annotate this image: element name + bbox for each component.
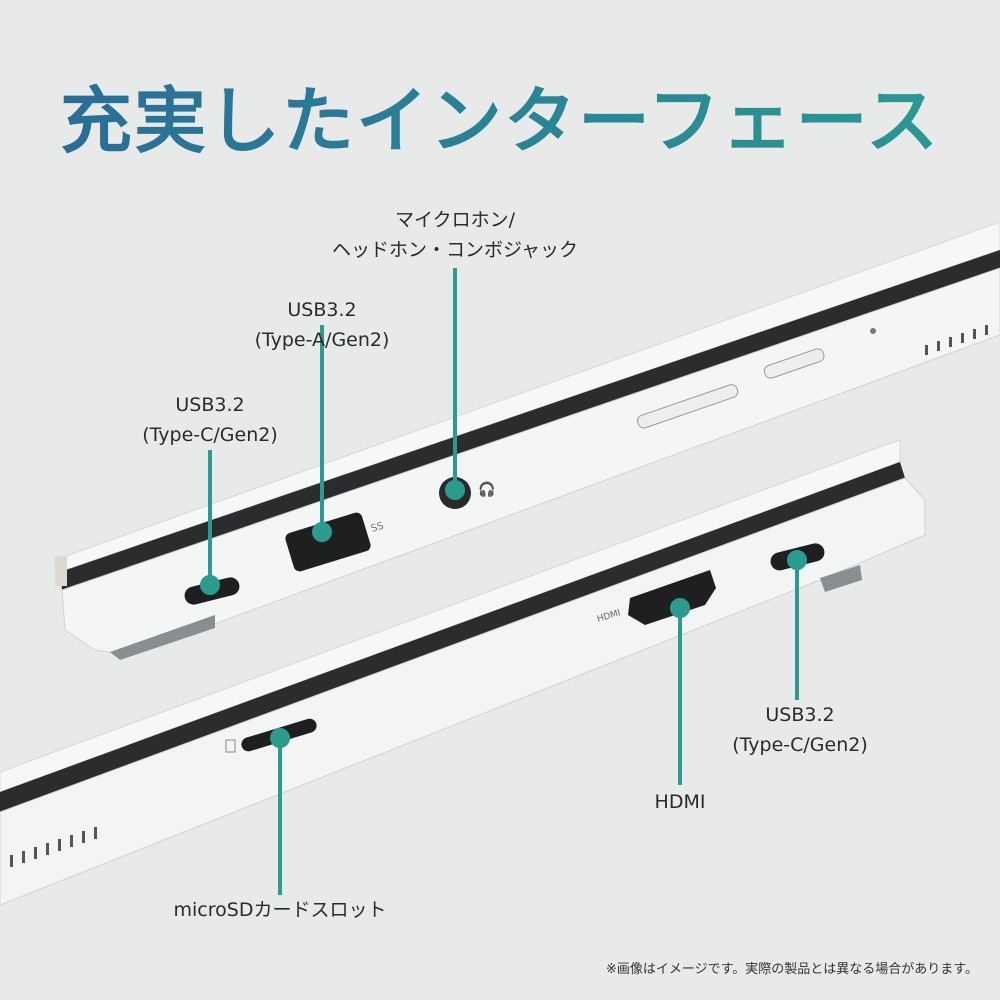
svg-text:🎧: 🎧 [478,481,495,498]
label-hdmi: HDMI [654,791,706,813]
usb-mark: SS [370,521,385,535]
label-audio-jack: マイクロホン/ヘッドホン・コンボジャック [331,209,579,261]
hdmi-port [628,570,716,625]
footnote: ※画像はイメージです。実際の製品とは異なる場合があります。 [605,962,978,977]
usb-a-port [285,512,371,572]
label-usb-c-right: USB3.2(Type-C/Gen2) [732,704,868,756]
lower-laptop: HDMI [0,439,926,906]
power-button [763,348,825,379]
label-usb-c-left: USB3.2(Type-C/Gen2) [142,394,278,446]
label-usb-a: USB3.2(Type-A/Gen2) [254,299,390,351]
volume-button [637,384,739,429]
label-microsd: microSDカードスロット [173,899,387,921]
page-title: 充実したインターフェース [0,62,1000,167]
vent-grille [925,325,988,355]
callout-lines [200,268,807,895]
